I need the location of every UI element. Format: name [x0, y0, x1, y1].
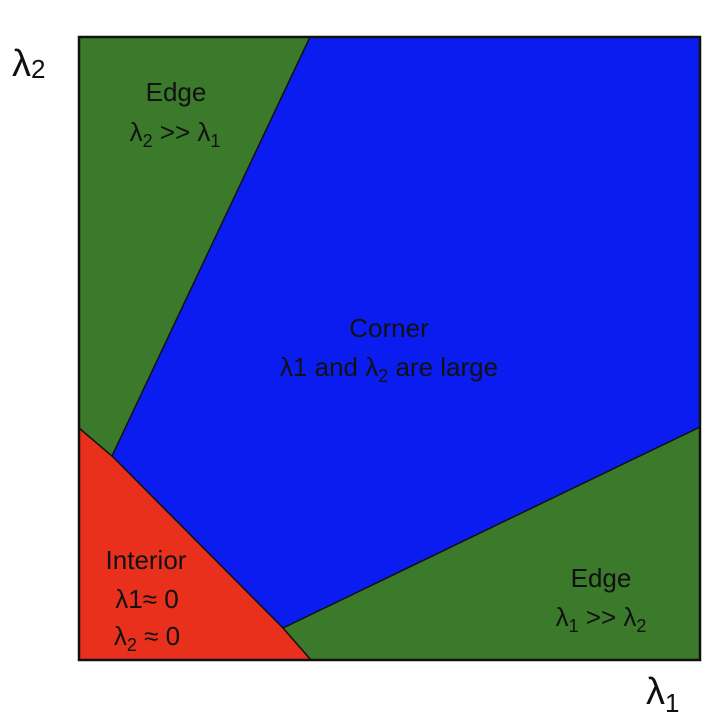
interior-lambda1: λ1≈ 0	[115, 584, 178, 614]
edge-top-title: Edge	[146, 77, 207, 107]
edge-bottom-relation: λ1 >> λ2	[556, 602, 647, 636]
y-axis-label: λ2	[12, 43, 45, 85]
corner-title: Corner	[349, 313, 429, 343]
corner-description: λ1 and λ2 are large	[280, 352, 498, 386]
interior-title: Interior	[106, 545, 187, 575]
edge-top-relation: λ2 >> λ1	[130, 117, 221, 151]
edge-bottom-title: Edge	[571, 563, 632, 593]
interior-lambda2: λ2 ≈ 0	[114, 621, 180, 655]
plot-border	[77, 35, 702, 662]
x-axis-label: λ1	[646, 671, 679, 718]
